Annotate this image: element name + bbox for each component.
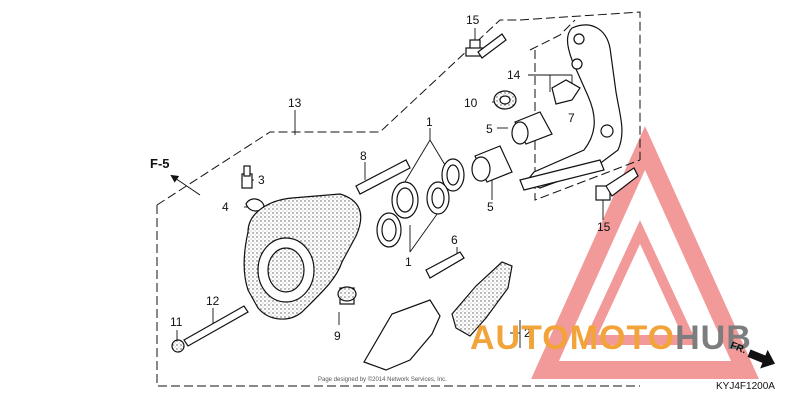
sleeve-5-bottom [471, 145, 513, 183]
bracket-hole-low [600, 124, 614, 138]
callout-7: 7 [568, 111, 575, 125]
callout-9: 9 [334, 329, 341, 343]
callout-1-top: 1 [426, 115, 433, 129]
bleeder-cap-4 [245, 198, 265, 212]
watermark-part-auto: AUTO [470, 319, 570, 357]
copyright-text: Page designed by ©2014 Network Services,… [318, 376, 447, 383]
callout-5-bottom: 5 [487, 200, 494, 214]
sleeve-5-top [511, 111, 553, 145]
callout-14: 14 [507, 68, 521, 82]
plug-9 [337, 286, 357, 305]
slide-pin-8 [355, 159, 411, 195]
callout-13: 13 [288, 96, 302, 110]
callout-11: 11 [170, 315, 183, 329]
pad-spring-7 [551, 79, 581, 105]
callout-8: 8 [360, 149, 367, 163]
bracket-hole-top [573, 33, 585, 45]
callout-1-bottom: 1 [405, 255, 412, 269]
spring-6 [425, 251, 465, 279]
bolt-15-top [465, 33, 507, 59]
callout-6: 6 [451, 233, 458, 247]
brake-pads-2 [363, 261, 513, 371]
watermark-text: AUTOMOTOHUB [470, 319, 752, 357]
callout-2: 2 [524, 326, 531, 340]
ref-label-f5: F-5 [150, 156, 170, 171]
diagram-code: KYJ4F1200A [716, 381, 775, 392]
watermark-part-moto: MOTO [570, 319, 675, 357]
callout-3: 3 [258, 173, 265, 187]
callout-5-top: 5 [486, 122, 493, 136]
caliper-piston-inner [267, 247, 305, 293]
callout-10: 10 [464, 96, 478, 110]
watermark-triangle [531, 126, 759, 379]
callout-15-bottom: 15 [597, 220, 611, 234]
assembly-outline [156, 11, 641, 387]
callout-15-top: 15 [466, 13, 480, 27]
bracket-pin [519, 159, 605, 191]
bolt-15-bottom [595, 167, 639, 201]
boot-10 [493, 90, 517, 110]
pin-bolt-12 [183, 305, 249, 347]
piston-seals-1 [376, 158, 465, 248]
callout-4: 4 [222, 200, 229, 214]
callout-12: 12 [206, 294, 220, 308]
watermark-part-hub: HUB [675, 319, 752, 357]
callouts: 15 13 14 10 5 7 1 8 3 4 5 15 6 1 12 11 2… [150, 13, 611, 343]
bleeder-3 [241, 165, 253, 189]
bracket-hole-mid [571, 58, 583, 70]
cap-11 [171, 339, 185, 353]
f5-arrow [170, 174, 201, 196]
caliper-bracket [525, 24, 623, 189]
svg-text:AUTOMOTOHUB: AUTOMOTOHUB [470, 319, 752, 357]
